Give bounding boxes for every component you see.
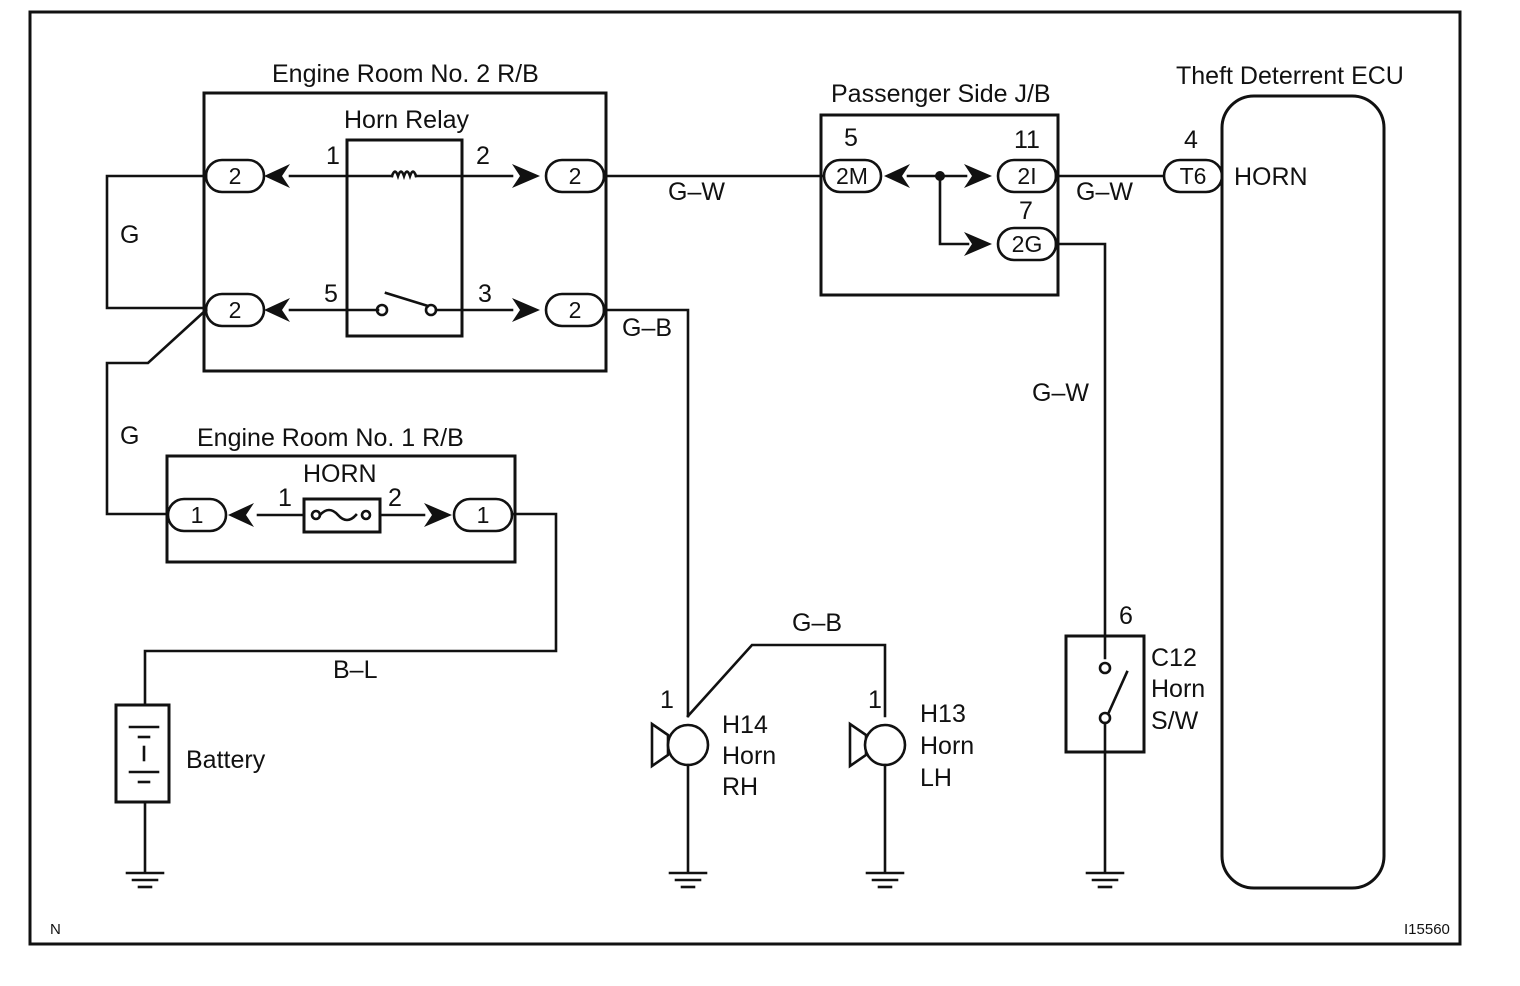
svg-text:2: 2 [229, 163, 242, 189]
wire-label-bl: B–L [333, 656, 378, 684]
svg-text:2: 2 [229, 297, 242, 323]
svg-text:LH: LH [920, 764, 952, 792]
horn-rh-icon [650, 721, 710, 769]
svg-text:Horn: Horn [1151, 675, 1205, 703]
psjb-conn-2m [822, 158, 883, 194]
h14-label: H14 [722, 711, 768, 739]
svg-text:2M: 2M [836, 163, 868, 189]
wire-label-g: G [120, 221, 139, 249]
horn-relay-box [345, 138, 464, 338]
svg-text:T6: T6 [1180, 163, 1207, 189]
ground-h13-icon [865, 871, 905, 889]
battery-label: Battery [186, 746, 266, 774]
svg-text:1: 1 [868, 686, 882, 714]
er2-box [202, 91, 608, 373]
horn-lh-icon [848, 721, 907, 769]
svg-text:2: 2 [388, 484, 402, 512]
er1-box [165, 454, 517, 564]
wire-label-gw: G–W [668, 178, 725, 206]
ground-battery-icon [125, 871, 165, 889]
ground-h14-icon [668, 871, 708, 889]
svg-text:1: 1 [477, 502, 490, 528]
svg-text:1: 1 [660, 686, 674, 714]
svg-text:1: 1 [278, 484, 292, 512]
ecu-box [1220, 94, 1386, 890]
er1-conn-left [166, 497, 228, 533]
corner-mark: N [50, 921, 61, 938]
svg-text:6: 6 [1119, 602, 1133, 630]
svg-text:S/W: S/W [1151, 707, 1199, 735]
er1-title: Engine Room No. 1 R/B [197, 424, 464, 452]
svg-text:5: 5 [324, 280, 338, 308]
svg-text:Horn: Horn [722, 742, 776, 770]
svg-text:2I: 2I [1017, 163, 1036, 189]
c12-label: C12 [1151, 644, 1197, 672]
svg-text:RH: RH [722, 773, 758, 801]
wire-label-g-lower: G [120, 422, 139, 450]
horn-fuse [302, 497, 382, 534]
svg-text:11: 11 [1014, 126, 1040, 154]
outer-frame [28, 10, 1462, 946]
horn-relay-title: Horn Relay [344, 106, 470, 134]
svg-text:2: 2 [569, 297, 582, 323]
wire-label-gw-ecu: G–W [1076, 178, 1133, 206]
ecu-title: Theft Deterrent ECU [1176, 62, 1404, 90]
ecu-horn-terminal: HORN [1234, 163, 1308, 191]
psjb-box [819, 113, 1060, 297]
wire-label-gw-down: G–W [1032, 379, 1089, 407]
svg-text:3: 3 [478, 280, 492, 308]
ground-switch-icon [1085, 871, 1125, 889]
er2-title: Engine Room No. 2 R/B [272, 60, 539, 88]
svg-text:5: 5 [844, 124, 858, 152]
svg-text:2: 2 [569, 163, 582, 189]
svg-text:4: 4 [1184, 126, 1198, 154]
h13-label: H13 [920, 700, 966, 728]
horn-fuse-label: HORN [303, 460, 377, 488]
wire-label-gb-horns: G–B [792, 609, 842, 637]
wire-label-gb: G–B [622, 314, 672, 342]
psjb-title: Passenger Side J/B [831, 80, 1051, 108]
svg-text:Horn: Horn [920, 732, 974, 760]
figure-id: I15560 [1404, 921, 1450, 938]
svg-text:2: 2 [476, 142, 490, 170]
svg-text:2G: 2G [1012, 231, 1043, 257]
svg-text:7: 7 [1019, 197, 1033, 225]
svg-text:1: 1 [191, 502, 204, 528]
svg-text:1: 1 [326, 142, 340, 170]
battery [114, 703, 171, 804]
